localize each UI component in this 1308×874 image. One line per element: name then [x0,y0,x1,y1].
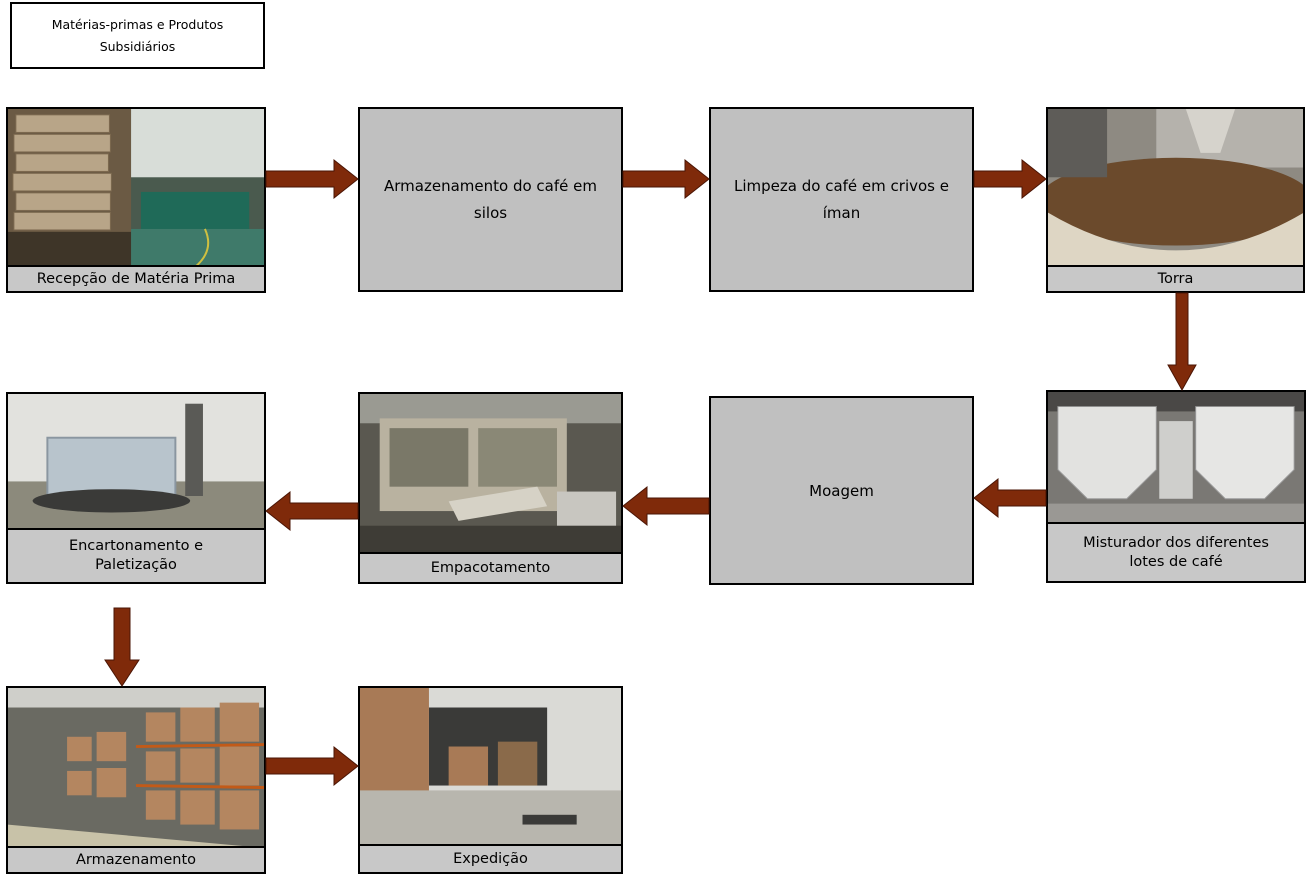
caption-expedicao: Expedição [360,844,621,872]
arrow-right [973,158,1047,200]
step-empacotamento: Empacotamento [358,392,623,584]
step-limpeza: Limpeza do café em crivos e íman [709,107,974,292]
step-moagem: Moagem [709,396,974,585]
mixer-photo [1048,392,1304,524]
caption-misturador: Misturador dos diferentes lotes de café [1048,522,1304,581]
step-armazenamento: Armazenamento [6,686,266,874]
header-label: Matérias-primas e Produtos Subsidiários [51,16,224,54]
step-armazenamento-silos: Armazenamento do café em silos [358,107,623,292]
caption-empacotamento: Empacotamento [360,552,621,582]
step-encartonamento: Encartonamento e Paletização [6,392,266,584]
caption-torra: Torra [1048,265,1303,291]
raw-materials-header: Matérias-primas e Produtos Subsidiários [10,2,265,69]
step-torra: Torra [1046,107,1305,293]
warehouse-photo [8,109,264,267]
arrow-right [265,158,359,200]
roaster-photo [1048,109,1303,267]
caption-encartonamento: Encartonamento e Paletização [8,528,264,582]
arrow-down [1167,292,1197,392]
arrow-right [265,745,359,787]
step-rececao: Recepção de Matéria Prima [6,107,266,293]
caption-rececao: Recepção de Matéria Prima [8,265,264,291]
caption-armazenamento: Armazenamento [8,846,264,872]
storage-photo [8,688,264,848]
step-misturador: Misturador dos diferentes lotes de café [1046,390,1306,583]
arrow-down [104,607,140,687]
shipping-photo [360,688,621,846]
step-expedicao: Expedição [358,686,623,874]
arrow-right [622,158,710,200]
arrow-left [622,485,710,527]
palletizing-photo [8,394,264,530]
packaging-photo [360,394,621,554]
arrow-left [265,490,359,532]
arrow-left [973,477,1047,519]
